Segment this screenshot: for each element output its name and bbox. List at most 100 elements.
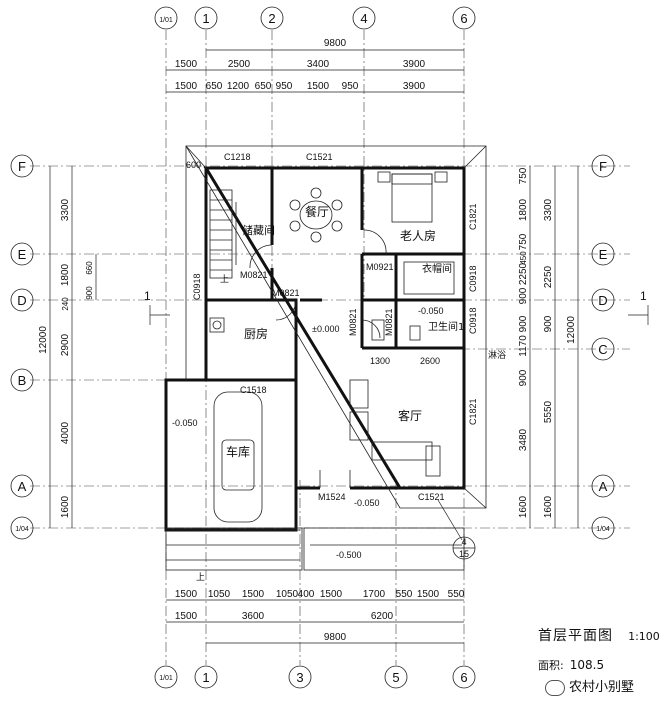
dim-left-mid-5: 1600 [60, 495, 71, 518]
room-names: 储藏间 餐厅 老人房 衣帽间 卫生间1 厨房 车库 客厅 [226, 204, 464, 459]
dim-left-mid-2: 240 [61, 297, 70, 311]
dim-right-inner-5: 900 [518, 287, 529, 304]
dim-top-r2-3: 3900 [403, 59, 426, 70]
dim-bot-r1-8: 1500 [417, 589, 440, 600]
room-dining: 餐厅 [305, 204, 329, 219]
room-storage: 储藏间 [242, 223, 275, 237]
axis-right-E: E [599, 247, 608, 262]
label-level-bath: -0.050 [418, 306, 444, 316]
axis-left-1-04: 1/04 [15, 526, 29, 533]
dim-left-mid-4: 4000 [60, 421, 71, 444]
detail-number: 4 [461, 537, 466, 547]
section-markers [149, 305, 649, 560]
dim-right-mid-3: 5550 [543, 400, 554, 423]
wechat-icon [545, 679, 565, 696]
dim-bot-r1-0: 1500 [175, 589, 198, 600]
dim-right-mid-1: 2250 [543, 265, 554, 288]
room-closet: 衣帽间 [422, 262, 452, 275]
axis-left-A: A [18, 479, 27, 494]
dim-top-r2-1: 2500 [228, 59, 251, 70]
axis-top-1: 1 [202, 11, 209, 26]
dim-right-inner-0: 750 [518, 167, 529, 184]
dim-right-mid-0: 3300 [543, 198, 554, 221]
axis-right-D: D [598, 293, 607, 308]
dim-top-r2-2: 3400 [307, 59, 330, 70]
dim-top-r3-1: 650 [206, 81, 223, 92]
stairs [166, 189, 462, 561]
dim-top-r3-0: 1500 [175, 81, 198, 92]
dim-right-mid-4: 1600 [543, 495, 554, 518]
axis-left-D: D [17, 293, 26, 308]
axis-bubbles-right: F E D C A 1/04 [591, 154, 615, 540]
component-labels: C1218 C1521 600 C1821 C1821 C0918 C0918 … [144, 152, 647, 582]
axis-top-1a: 1/01 [159, 17, 173, 24]
label-c1218: C1218 [224, 152, 251, 162]
dim-bot-total: 9800 [324, 632, 347, 643]
dim-top-total: 9800 [324, 38, 347, 49]
label-c0918-c: C0918 [468, 307, 478, 334]
section-mark-right: 1 [640, 289, 647, 303]
area-label: 面积: [538, 659, 564, 672]
label-c0918-a: C0918 [192, 273, 202, 300]
dim-bot-r1-7: 550 [396, 589, 413, 600]
dim-left-mid-0: 3300 [60, 198, 71, 221]
room-garage: 车库 [226, 444, 250, 459]
dim-bot-r1-2: 1500 [242, 589, 265, 600]
dim-left-inner-0: 900 [85, 286, 94, 300]
axis-bottom-5: 5 [392, 670, 399, 685]
dim-right-inner-2: 750 [518, 233, 529, 250]
room-living: 客厅 [398, 408, 422, 423]
axis-bottom-1: 1 [202, 670, 209, 685]
roof-outline [165, 145, 487, 571]
room-bathroom: 卫生间1 [428, 320, 464, 333]
dim-right-inner-4: 2250 [518, 262, 529, 285]
dim-right-inner-6: 900 [518, 315, 529, 332]
dim-top-r3-3: 650 [255, 81, 272, 92]
axis-bubbles-bottom: 1/01 1 3 5 6 [154, 665, 476, 689]
section-mark-left: 1 [144, 289, 151, 303]
label-c1521-top: C1521 [306, 152, 333, 162]
label-up-1: 上 [220, 274, 229, 284]
room-elder: 老人房 [400, 228, 436, 243]
label-m0821-c: M0821 [348, 308, 358, 336]
label-c1821-b: C1821 [468, 398, 478, 425]
dims-bottom: 1500 1050 1500 1050 400 1500 1700 550 15… [166, 589, 465, 644]
dim-top-r3-2: 1200 [227, 81, 250, 92]
label-dim-2600: 2600 [420, 356, 440, 366]
dim-top-r3-4: 950 [276, 81, 293, 92]
dim-right-inner-9: 3480 [518, 428, 529, 451]
label-m0821-a: M0821 [240, 270, 268, 280]
dim-right-inner-3: 450 [519, 251, 528, 265]
label-m0921: M0921 [366, 262, 394, 272]
axis-right-A: A [599, 479, 608, 494]
label-m1524: M1524 [318, 492, 346, 502]
dim-bot-r2-2: 6200 [371, 611, 394, 622]
dim-left-mid-1: 1800 [60, 263, 71, 286]
label-dim-1300: 1300 [370, 356, 390, 366]
dim-right-mid-2: 900 [543, 315, 554, 332]
axis-left-F: F [18, 159, 26, 174]
dim-right-outer: 12000 [566, 316, 577, 344]
label-dim-600: 600 [186, 160, 201, 170]
axis-right-1-04: 1/04 [596, 526, 610, 533]
door-swings [249, 229, 387, 488]
axis-bottom-1a: 1/01 [159, 675, 173, 682]
label-level-entry: -0.050 [354, 498, 380, 508]
dim-top-r3-6: 950 [342, 81, 359, 92]
dim-bot-r1-4: 400 [298, 589, 315, 600]
drawing-title-block: 首层平面图 1:100 面积:108.5 [538, 625, 660, 673]
dim-right-inner-10: 1600 [518, 495, 529, 518]
axis-bottom-6: 6 [460, 670, 467, 685]
watermark-text: 农村小别墅 [569, 680, 635, 695]
axis-top-2: 2 [268, 11, 275, 26]
area-value: 108.5 [569, 658, 605, 672]
axis-left-E: E [18, 247, 27, 262]
watermark: 农村小别墅 [545, 676, 634, 696]
dims-left: 12000 3300 1800 240 2900 4000 1600 900 6… [38, 166, 97, 528]
dim-top-r3-5: 1500 [307, 81, 330, 92]
dims-right: 750 1800 750 450 2250 900 900 1170 900 3… [518, 166, 579, 528]
label-c1518: C1518 [240, 385, 267, 395]
label-m0821-b: M0821 [272, 288, 300, 298]
axis-bubbles-left: F E D B A 1/04 [10, 154, 34, 540]
